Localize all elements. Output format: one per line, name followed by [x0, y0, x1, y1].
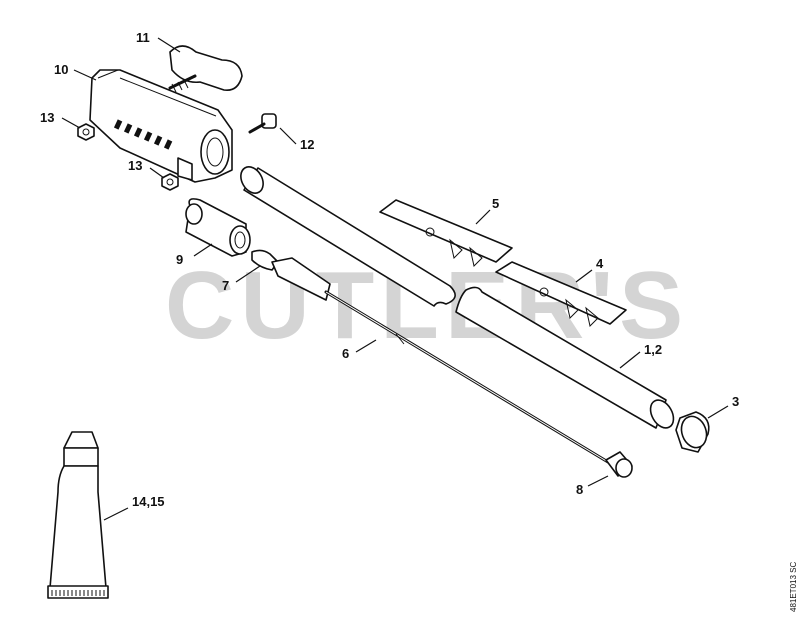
label-part-4: 4 [596, 256, 604, 271]
label-part-14-15: 14,15 [132, 494, 165, 509]
label-part-13-lower: 13 [128, 158, 142, 173]
part-9-bushing [185, 198, 251, 257]
part-1-2-drive-tube-upper [240, 166, 456, 307]
label-part-11: 11 [136, 30, 150, 45]
part-6-drive-shaft [271, 257, 610, 464]
label-part-7: 7 [222, 278, 229, 293]
part-3-end-cap [675, 411, 710, 453]
part-4-decal [495, 261, 627, 327]
diagram-code: 481ET013 SC [789, 562, 798, 612]
part-8-sleeve [605, 451, 633, 478]
part-13-nut-lower [161, 173, 179, 191]
part-10-clamp-housing [89, 69, 233, 183]
part-11-wing-screw [168, 45, 243, 93]
label-part-9: 9 [176, 252, 183, 267]
part-1-2-drive-tube-lower [455, 286, 675, 429]
label-part-3: 3 [732, 394, 739, 409]
part-12-screw [248, 113, 277, 134]
part-13-nut-upper [77, 123, 95, 141]
label-part-12: 12 [300, 137, 314, 152]
label-part-6: 6 [342, 346, 349, 361]
label-part-8: 8 [576, 482, 583, 497]
part-5-decal [379, 199, 513, 267]
part-14-15-grease-tube [47, 431, 109, 599]
leader-lines [61, 37, 729, 521]
label-part-10: 10 [54, 62, 68, 77]
label-part-5: 5 [492, 196, 499, 211]
label-part-13-upper: 13 [40, 110, 54, 125]
label-part-1-2: 1,2 [644, 342, 662, 357]
